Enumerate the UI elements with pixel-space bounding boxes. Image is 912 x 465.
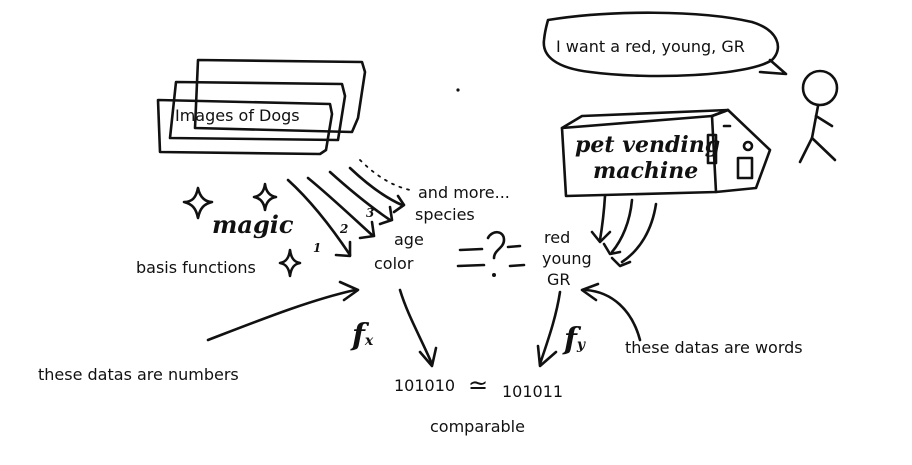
young-label: young xyxy=(542,249,592,268)
speech-bubble xyxy=(542,11,780,78)
dog-image-card-front xyxy=(156,98,334,156)
words-pointer-head xyxy=(580,282,600,302)
comparable-label: comparable xyxy=(430,417,525,436)
person-arm xyxy=(814,114,834,128)
sparkle-icon xyxy=(278,248,302,278)
basis-functions-label: basis functions xyxy=(136,258,256,277)
code-right: 101011 xyxy=(502,382,564,401)
numbers-pointer xyxy=(206,288,357,342)
flow-arrow-3 xyxy=(328,170,392,222)
word-arrow-1-head xyxy=(590,230,612,244)
question-mark xyxy=(486,230,506,260)
flow-arrow-2-head xyxy=(358,220,376,240)
and-more-label: and more... xyxy=(418,183,510,202)
person-left-leg xyxy=(798,136,814,164)
equal-right-top xyxy=(506,244,522,249)
step-number-1: 1 xyxy=(313,241,322,255)
vending-slot xyxy=(706,133,718,165)
dog-image-card-back xyxy=(193,58,367,134)
red-label: red xyxy=(544,228,571,247)
step-number-2: 2 xyxy=(340,222,349,236)
gr-label: GR xyxy=(547,270,571,289)
age-label: age xyxy=(394,230,424,249)
dog-image-card-middle xyxy=(168,80,347,142)
person-right-leg xyxy=(810,136,837,162)
numbers-pointer-head xyxy=(338,280,360,302)
approx-symbol: ≃ xyxy=(468,371,489,399)
word-arrow-3-head xyxy=(610,256,632,268)
speech-bubble-tail xyxy=(758,58,788,76)
fx-function-letter: f xyxy=(352,318,365,353)
machine-label: machine xyxy=(593,158,699,184)
flow-arrow-4 xyxy=(348,166,404,207)
person-head xyxy=(801,69,839,107)
fy-arrow-head xyxy=(536,344,558,368)
word-arrow-2-head xyxy=(602,242,622,256)
color-label: color xyxy=(374,254,414,273)
sparkle-icon xyxy=(182,186,214,220)
images-of-dogs-label: Images of Dogs xyxy=(175,106,300,125)
fy-function-label: fy xyxy=(564,322,585,357)
word-arrow-1 xyxy=(598,194,607,242)
word-arrow-3 xyxy=(620,202,658,264)
pet-vending-label: pet vending xyxy=(575,132,721,158)
words-pointer xyxy=(584,288,642,342)
species-label: species xyxy=(415,205,475,224)
fy-arrow xyxy=(538,290,562,366)
fy-subscript: y xyxy=(576,337,586,353)
code-left: 101010 xyxy=(394,376,456,395)
flow-arrow-3-head xyxy=(378,205,394,226)
vending-machine-side xyxy=(710,108,772,194)
fx-arrow xyxy=(398,288,434,366)
vending-door xyxy=(736,156,754,180)
fx-subscript: x xyxy=(364,333,374,349)
vending-button xyxy=(742,140,754,152)
equal-left-bottom xyxy=(456,263,486,268)
dotted-trail xyxy=(359,159,411,191)
numbers-note: these datas are numbers xyxy=(38,365,239,384)
word-arrow-2 xyxy=(610,198,634,254)
fy-function-letter: f xyxy=(564,322,577,357)
fx-function-label: fx xyxy=(352,318,373,353)
person-body xyxy=(810,104,820,140)
stray-dot xyxy=(456,88,460,92)
equal-right-bottom xyxy=(508,263,526,268)
flow-arrow-4-head xyxy=(392,194,406,214)
flow-arrow-2 xyxy=(306,176,374,237)
step-number-3: 3 xyxy=(366,206,375,220)
magic-label: magic xyxy=(212,210,294,239)
sparkle-icon xyxy=(252,182,278,212)
words-note: these datas are words xyxy=(625,338,803,357)
equal-left-top xyxy=(458,247,484,252)
speech-bubble-text: I want a red, young, GR xyxy=(556,37,745,56)
fx-arrow-head xyxy=(418,346,438,368)
question-dot xyxy=(492,273,496,277)
flow-arrow-1-head xyxy=(334,240,352,258)
flow-arrow-1 xyxy=(286,178,352,257)
